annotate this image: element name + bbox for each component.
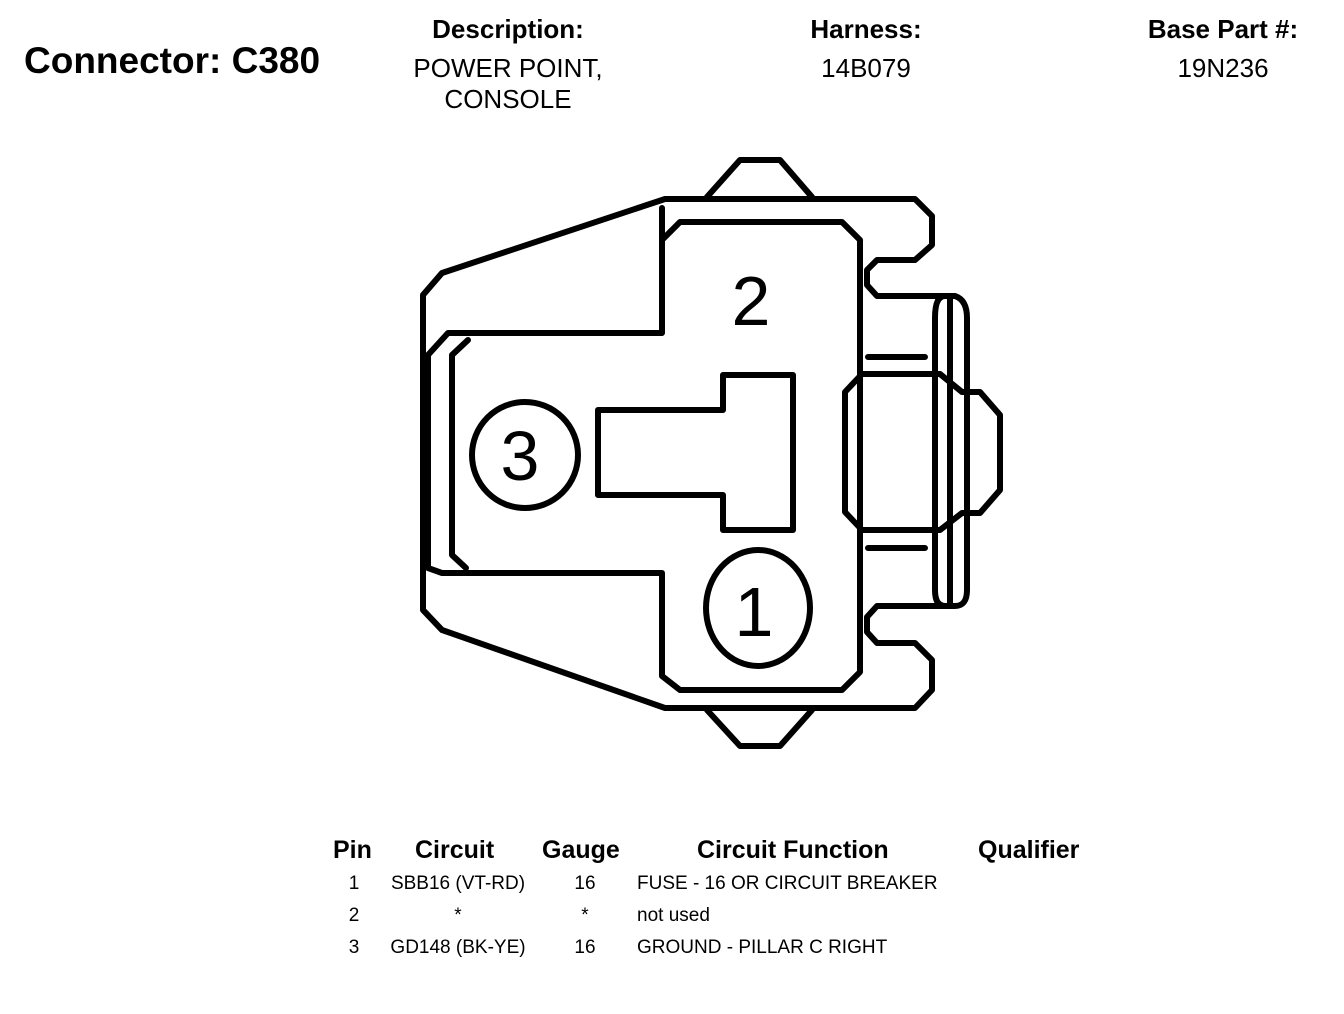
inner-cavity <box>425 205 863 693</box>
bottom-latch <box>704 707 815 749</box>
right-boss <box>865 354 928 551</box>
table-row-2-pin: 2 <box>348 905 360 926</box>
right-tab <box>932 293 970 609</box>
table-row-3-pin: 3 <box>348 937 360 958</box>
table-row-3-circuit: GD148 (BK-YE) <box>390 937 526 958</box>
table-row-2-circuit: * <box>454 905 462 926</box>
pin-2-label: 2 <box>732 262 771 340</box>
col-circuit-header: Circuit <box>415 836 495 864</box>
table-row-1-function: FUSE - 16 OR CIRCUIT BREAKER <box>637 873 938 894</box>
col-qualifier-header: Qualifier <box>978 836 1080 864</box>
right-boss-body <box>842 371 1003 533</box>
pin-1-label: 1 <box>735 573 774 651</box>
description-line-1: POWER POINT, <box>413 53 603 83</box>
top-latch <box>704 157 815 200</box>
harness-label: Harness: <box>810 14 922 44</box>
table-row-2-gauge: * <box>581 905 589 926</box>
table-row-3-gauge: 16 <box>574 937 596 958</box>
col-gauge-header: Gauge <box>542 836 620 864</box>
table-row-1-circuit: SBB16 (VT-RD) <box>390 873 526 894</box>
description-label: Description: <box>432 14 584 44</box>
col-pin-header: Pin <box>333 836 372 864</box>
pin-3-circle <box>469 399 581 511</box>
harness-value: 14B079 <box>821 53 911 83</box>
key-slot <box>595 372 796 533</box>
base-part-value: 19N236 <box>1177 53 1269 83</box>
pin-1-circle <box>703 547 813 669</box>
table-row-3-function: GROUND - PILLAR C RIGHT <box>637 937 888 958</box>
inner-wall <box>449 337 471 571</box>
pin-3-label: 3 <box>501 417 540 495</box>
description-line-2: CONSOLE <box>444 84 572 114</box>
base-part-label: Base Part #: <box>1147 14 1299 44</box>
description-value: POWER POINT, CONSOLE <box>368 53 648 115</box>
table-row-1-gauge: 16 <box>574 873 596 894</box>
col-function-header: Circuit Function <box>697 836 889 864</box>
table-row-2-function: not used <box>637 905 710 926</box>
table-row-1-pin: 1 <box>348 873 360 894</box>
housing-outline <box>420 196 953 711</box>
connector-title: Connector: C380 <box>24 40 321 81</box>
